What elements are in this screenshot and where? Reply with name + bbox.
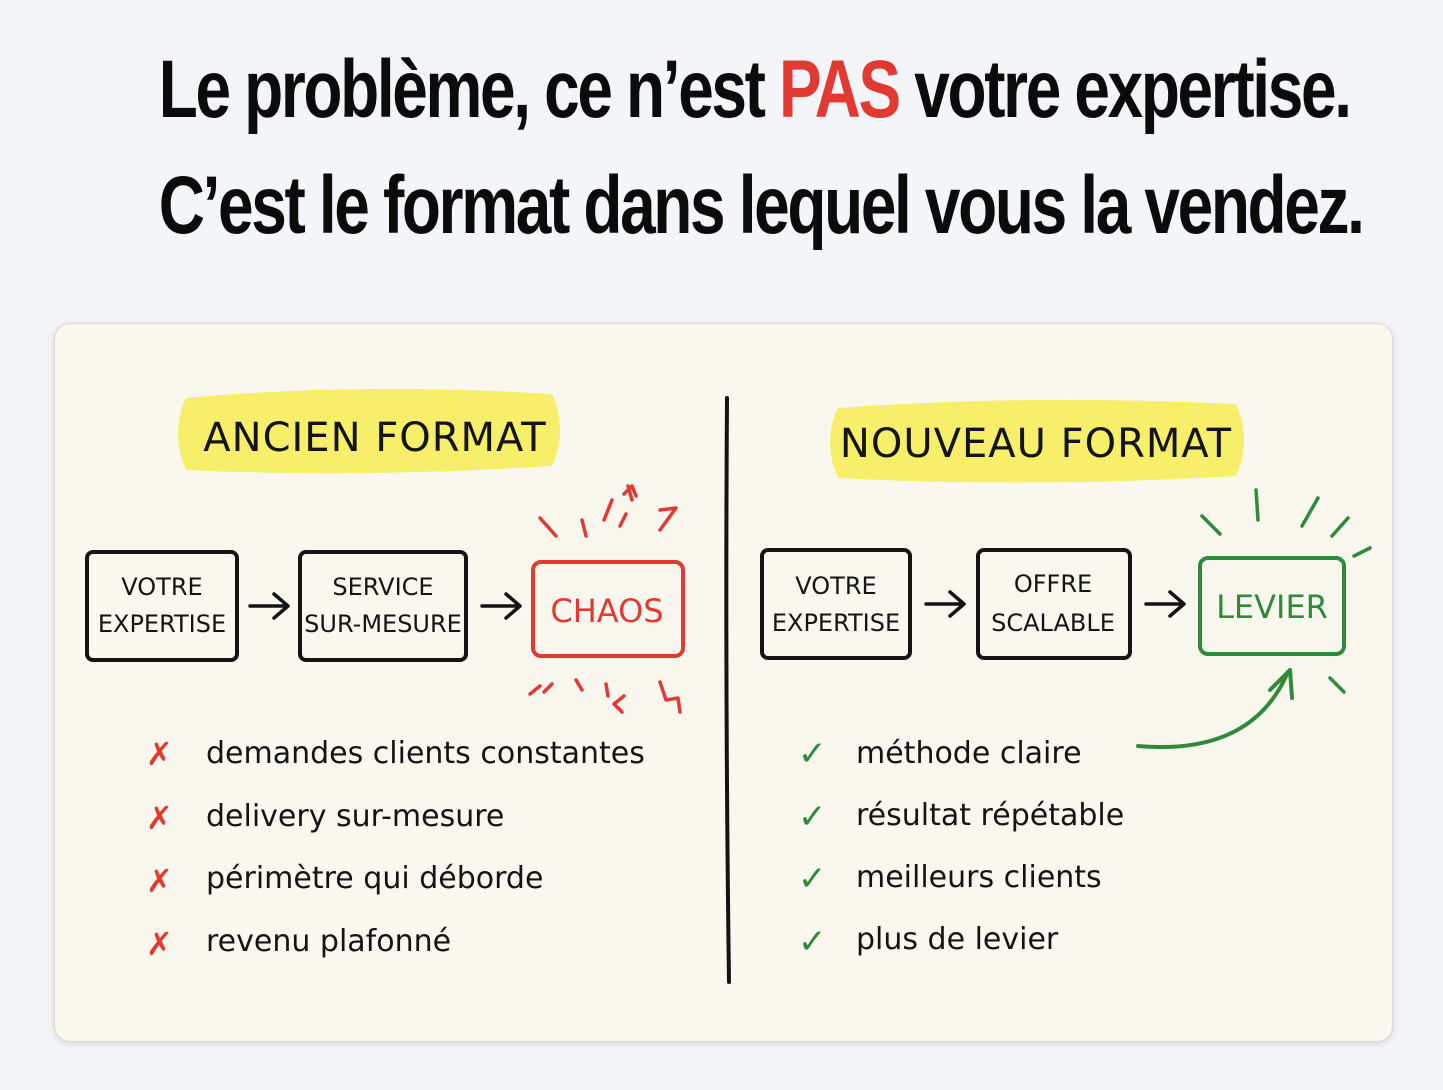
chaos-burst-icon <box>528 484 682 714</box>
headline-line-1: Le problème, ce n’est PAS votre expertis… <box>158 40 1352 140</box>
right-list-marker: ✓ <box>798 797 827 837</box>
right-arrow-2 <box>1144 590 1186 618</box>
left-box-service <box>298 550 468 662</box>
left-list-item-3: périmètre qui déborde <box>206 861 543 896</box>
right-list-marker: ✓ <box>798 922 827 962</box>
right-list: ✓ méthode claire ✓ résultat répétable ✓ … <box>798 734 1124 962</box>
right-list-marker: ✓ <box>798 734 827 774</box>
left-list-item-2: delivery sur-mesure <box>206 799 504 834</box>
right-box-expertise-line2: EXPERTISE <box>772 609 900 637</box>
left-box-expertise-line2: EXPERTISE <box>98 610 226 638</box>
right-title: NOUVEAU FORMAT <box>840 421 1232 467</box>
right-box-offre-line1: OFFRE <box>1014 570 1092 598</box>
center-divider <box>724 396 731 984</box>
left-arrow-2 <box>480 592 522 620</box>
left-list-marker: ✗ <box>146 735 173 773</box>
left-title-highlight <box>178 388 560 474</box>
right-box-expertise-line1: VOTRE <box>795 572 876 600</box>
headline-part-after: votre expertise. <box>898 44 1352 135</box>
right-box-levier <box>1198 556 1346 656</box>
left-list: ✗ demandes clients constantes ✗ delivery… <box>146 735 645 963</box>
right-box-offre-line2: SCALABLE <box>991 609 1115 637</box>
right-title-highlight <box>830 399 1244 483</box>
right-box-expertise <box>760 548 912 660</box>
right-list-item-2: résultat répétable <box>856 798 1124 833</box>
left-box-chaos <box>531 560 685 658</box>
right-box-offre <box>976 548 1132 660</box>
left-list-marker: ✗ <box>146 862 173 900</box>
headline-accent: PAS <box>779 44 901 135</box>
headline-line-2: C’est le format dans lequel vous la vend… <box>158 160 1365 251</box>
right-arrow-1 <box>924 590 966 618</box>
left-list-item-4: revenu plafonné <box>206 924 451 959</box>
right-list-marker: ✓ <box>798 859 827 899</box>
right-list-item-4: plus de levier <box>856 922 1059 957</box>
left-title: ANCIEN FORMAT <box>203 415 546 461</box>
headline-part-before: Le problème, ce n’est <box>158 44 780 135</box>
left-box-service-line1: SERVICE <box>332 573 433 601</box>
levier-curved-arrow-head <box>1268 668 1294 700</box>
left-box-expertise <box>85 550 239 662</box>
left-list-item-1: demandes clients constantes <box>206 736 645 771</box>
left-box-chaos-label: CHAOS <box>550 592 663 630</box>
left-box-service-line2: SUR-MESURE <box>304 610 462 638</box>
levier-rays-icon <box>1200 488 1372 694</box>
right-list-item-1: méthode claire <box>856 736 1082 771</box>
right-list-item-3: meilleurs clients <box>856 860 1102 895</box>
levier-curved-arrow <box>1136 670 1290 749</box>
left-list-marker: ✗ <box>146 799 173 837</box>
left-list-marker: ✗ <box>146 925 173 963</box>
left-box-expertise-line1: VOTRE <box>121 573 202 601</box>
right-box-levier-label: LEVIER <box>1216 588 1328 626</box>
left-arrow-1 <box>248 592 290 620</box>
